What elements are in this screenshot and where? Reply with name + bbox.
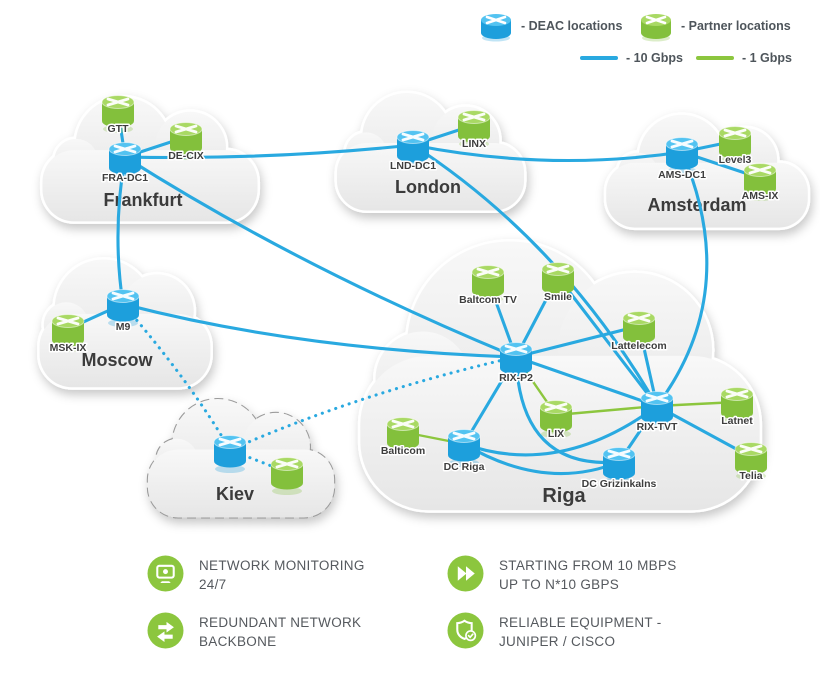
node-label-Level3: Level3 xyxy=(719,154,752,166)
node-KIEV2-partner-router-icon xyxy=(270,457,304,495)
edge-FRA-DC1-RIX-P2 xyxy=(123,155,518,359)
legend-10gbps: - 10 Gbps xyxy=(580,51,683,65)
city-label-london: London xyxy=(395,177,461,197)
fast-forward-icon xyxy=(447,555,484,592)
node-DCRiga-deac-router-icon: DC Riga xyxy=(442,429,486,475)
deac-location-icon xyxy=(481,14,511,42)
feature-network-monitoring-text: NETWORK MONITORING 24/7 xyxy=(199,558,365,592)
node-M9-deac-router-icon: M9 xyxy=(106,289,140,335)
feature-reliable-equipment-text: RELIABLE EQUIPMENT - JUNIPER / CISCO xyxy=(499,615,662,649)
node-LND-DC1-deac-router-icon: LND-DC1 xyxy=(388,130,438,174)
node-label-AMS-DC1: AMS-DC1 xyxy=(658,169,706,181)
city-label-frankfurt: Frankfurt xyxy=(103,190,182,210)
node-label-RIX-P2: RIX-P2 xyxy=(499,372,533,384)
node-LIX-partner-router-icon: LIX xyxy=(539,400,573,442)
node-LINX-partner-router-icon: LINX xyxy=(457,110,491,152)
city-label-moscow: Moscow xyxy=(81,350,153,370)
node-label-Balticom: Balticom xyxy=(381,445,425,457)
node-label-Smile: Smile xyxy=(544,291,572,303)
edge-RIX-P2-RIX-TVT xyxy=(514,355,659,408)
node-label-LIX: LIX xyxy=(548,428,564,440)
node-label-Telia: Telia xyxy=(739,470,762,482)
node-RIX-TVT-deac-router-icon: RIX-TVT xyxy=(635,391,679,435)
node-label-BaltcomTV: Baltcom TV xyxy=(459,294,517,306)
legend-partner: - Partner locations xyxy=(639,9,791,42)
node-label-LINX: LINX xyxy=(462,138,486,150)
edge-RIX-TVT-Smile xyxy=(556,275,659,408)
node-KIEV1-deac-router-icon xyxy=(213,435,247,473)
legend-10gbps-label: - 10 Gbps xyxy=(626,51,683,65)
legend-partner-label: - Partner locations xyxy=(681,18,791,33)
redundant-arrows-icon xyxy=(147,612,184,649)
feature-redundant-backbone-text: REDUNDANT NETWORK BACKBONE xyxy=(199,615,362,649)
legend-1gbps: - 1 Gbps xyxy=(696,51,792,65)
node-BaltcomTV-partner-router-icon: Baltcom TV xyxy=(458,265,518,308)
edge-FRA-DC1-LND-DC1 xyxy=(123,143,415,160)
edge-LND-DC1-AMS-DC1 xyxy=(411,143,684,163)
node-label-RIX-TVT: RIX-TVT xyxy=(637,421,678,433)
node-MSK-IX-partner-router-icon: MSK-IX xyxy=(48,314,88,356)
line-10gbps-icon xyxy=(580,56,618,60)
edge-M9-RIX-P2 xyxy=(121,302,518,359)
node-label-Latnet: Latnet xyxy=(721,415,753,427)
node-Latnet-partner-router-icon: Latnet xyxy=(720,387,755,429)
feature-bandwidth-text: STARTING FROM 10 MBPS UP TO N*10 GBPS xyxy=(499,558,677,592)
edge-M9-KIEV1 xyxy=(121,302,232,452)
legend-1gbps-label: - 1 Gbps xyxy=(742,51,793,65)
cloud-amsterdam: Amsterdam xyxy=(603,112,811,231)
cloud-frankfurt: Frankfurt xyxy=(39,94,261,224)
node-Telia-partner-router-icon: Telia xyxy=(734,442,768,484)
feature-bandwidth: STARTING FROM 10 MBPS UP TO N*10 GBPS xyxy=(447,555,747,594)
node-label-LND-DC1: LND-DC1 xyxy=(390,160,436,172)
edge-RIX-P2-Lattelecom xyxy=(514,324,641,359)
cloud-london: London xyxy=(334,90,527,213)
node-DCGrizinkalns-deac-router-icon: DC Grizinkalns xyxy=(580,447,658,492)
node-Smile-partner-router-icon: Smile xyxy=(541,262,575,305)
node-Level3-partner-router-icon: Level3 xyxy=(717,126,753,168)
node-AMS-DC1-deac-router-icon: AMS-DC1 xyxy=(657,137,708,183)
feature-network-monitoring: NETWORK MONITORING 24/7 xyxy=(147,555,447,594)
node-label-GTT: GTT xyxy=(108,123,130,135)
node-label-MSK-IX: MSK-IX xyxy=(50,342,87,354)
node-GTT-partner-router-icon: GTT xyxy=(101,95,135,137)
city-label-amsterdam: Amsterdam xyxy=(647,195,746,215)
monitor-icon xyxy=(147,555,184,592)
node-label-Lattelecom: Lattelecom xyxy=(611,340,666,352)
edge-RIX-P2-DCGrizinkalns xyxy=(514,355,621,465)
node-Balticom-partner-router-icon: Balticom xyxy=(379,417,427,459)
node-label-DCRiga: DC Riga xyxy=(444,461,485,473)
legend-deac: - DEAC locations xyxy=(479,9,622,42)
node-label-FRA-DC1: FRA-DC1 xyxy=(102,172,148,184)
node-FRA-DC1-deac-router-icon: FRA-DC1 xyxy=(100,142,150,186)
shield-check-icon xyxy=(447,612,484,649)
partner-location-icon xyxy=(641,14,671,42)
city-label-kiev: Kiev xyxy=(216,484,254,504)
legend-deac-label: - DEAC locations xyxy=(521,18,623,33)
feature-reliable-equipment: RELIABLE EQUIPMENT - JUNIPER / CISCO xyxy=(447,612,747,651)
edge-DCRiga-DCGrizinkalns xyxy=(462,442,621,476)
city-label-riga: Riga xyxy=(542,485,586,507)
node-AMS-IX-partner-router-icon: AMS-IX xyxy=(740,163,780,204)
node-label-DE-CIX: DE-CIX xyxy=(168,150,204,162)
node-RIX-P2-deac-router-icon: RIX-P2 xyxy=(498,342,535,386)
node-label-DCGrizinkalns: DC Grizinkalns xyxy=(582,478,657,490)
feature-redundant-backbone: REDUNDANT NETWORK BACKBONE xyxy=(147,612,447,651)
nodes-layer: GTT DE-CIX FRA-DC1 LND-DC1 LINX AMS-DC1 Level3… xyxy=(48,95,780,495)
edge-RIX-TVT-DCRiga xyxy=(462,404,659,457)
edge-AMS-DC1-RIX-TVT xyxy=(655,150,709,408)
node-DE-CIX-partner-router-icon: DE-CIX xyxy=(167,122,205,164)
node-label-AMS-IX: AMS-IX xyxy=(742,190,779,202)
edge-LND-DC1-RIX-TVT xyxy=(411,143,659,408)
edge-LIX-RIX-TVT xyxy=(554,404,659,417)
node-Lattelecom-partner-router-icon: Lattelecom xyxy=(610,311,668,354)
line-1gbps-icon xyxy=(696,56,734,60)
node-label-M9: M9 xyxy=(116,321,131,333)
